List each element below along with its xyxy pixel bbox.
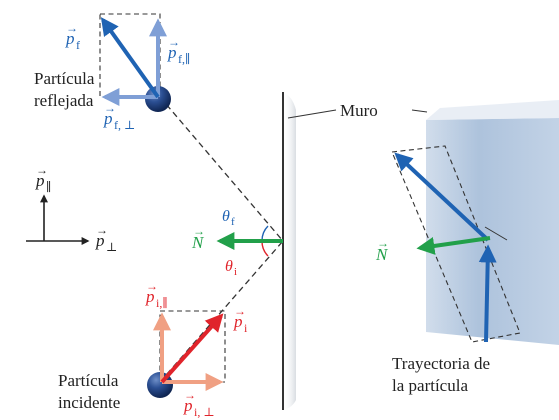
p-f-label: p → f (65, 21, 80, 52)
svg-text:p: p (167, 43, 177, 62)
svg-text:θ: θ (222, 208, 230, 225)
axis-perp-label: p → ⊥ (95, 223, 117, 254)
right-incident-arrow (478, 244, 497, 343)
trajectory-label-1: Trayectoria de (392, 354, 490, 373)
p-f-arrow (100, 17, 160, 99)
svg-text:→: → (96, 223, 108, 237)
p-f-perp-label: p → f, ⊥ (103, 101, 135, 132)
trajectory-label-2: la partícula (392, 376, 468, 395)
wall-label: Muro (340, 101, 378, 120)
svg-text:f, ⊥: f, ⊥ (114, 118, 135, 132)
svg-text:→: → (193, 224, 205, 238)
right-reflected-arrow (394, 152, 490, 242)
svg-text:p: p (145, 287, 155, 306)
svg-text:i: i (244, 321, 248, 335)
svg-text:p: p (95, 231, 105, 250)
svg-text:i: i (234, 266, 237, 278)
vector-arrow-glyph: → (66, 21, 78, 35)
axis-parallel-label: p → ∥ (35, 163, 52, 194)
normal-label-left: N → (191, 224, 205, 252)
trajectory-parallelogram (391, 145, 521, 343)
svg-text:→: → (377, 236, 389, 250)
svg-text:f: f (231, 216, 235, 228)
svg-text:→: → (184, 388, 196, 402)
svg-text:f,∥: f,∥ (178, 52, 191, 66)
theta-i-label: θ i (225, 258, 237, 278)
theta-f-arc (261, 225, 269, 242)
wall-panel-top (426, 100, 559, 120)
incident-particle-label-1: Partícula (58, 371, 119, 390)
incident-particle-label-2: incidente (58, 393, 120, 412)
wall-normal-tick (484, 226, 508, 241)
p-i-parallel-label: p → i,∥ (145, 279, 168, 310)
wall-label-leader-left (287, 109, 337, 119)
svg-text:→: → (36, 163, 48, 177)
wall (282, 92, 296, 410)
reflected-particle-label-2: reflejada (34, 91, 94, 110)
p-i-arrow (160, 313, 224, 384)
svg-text:p: p (183, 396, 193, 415)
svg-text:p: p (103, 109, 113, 128)
wall-label-leader-right (411, 109, 428, 113)
svg-text:→: → (146, 279, 158, 293)
svg-text:p: p (65, 29, 75, 48)
svg-text:i,∥: i,∥ (156, 296, 168, 310)
svg-text:i, ⊥: i, ⊥ (194, 405, 215, 419)
p-f-parallel-label: p → f,∥ (167, 35, 191, 66)
svg-text:p: p (233, 312, 243, 331)
svg-text:→: → (104, 101, 116, 115)
axes-indicator (26, 194, 90, 245)
reflected-particle-label-1: Partícula (34, 69, 95, 88)
svg-text:θ: θ (225, 258, 233, 275)
right-normal-arrow (416, 236, 491, 255)
svg-text:N: N (191, 233, 205, 252)
wall-shadow (283, 93, 296, 410)
svg-text:⊥: ⊥ (106, 240, 117, 254)
svg-text:N: N (375, 245, 389, 264)
wall-panel-3d (426, 100, 559, 345)
svg-text:→: → (234, 304, 246, 318)
svg-text:∥: ∥ (46, 180, 52, 194)
reflected-trajectory (159, 96, 284, 242)
p-i-perp-label: p → i, ⊥ (183, 388, 215, 419)
theta-f-label: θ f (222, 208, 235, 228)
theta-i-arc (261, 240, 269, 257)
svg-text:p: p (35, 171, 45, 190)
svg-text:f: f (76, 38, 80, 52)
normal-label-right: N → (375, 236, 389, 264)
svg-text:→: → (168, 35, 180, 49)
p-i-label: p → i (233, 304, 248, 335)
